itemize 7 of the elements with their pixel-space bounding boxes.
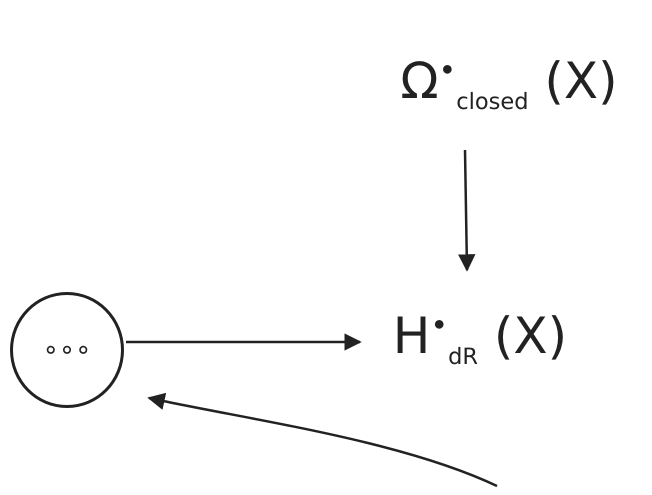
node-label: H$^{•}$$_{dR}$ (X): [392, 311, 568, 369]
arrow: [126, 333, 362, 351]
node-label: ∘∘∘: [42, 337, 92, 363]
node-label: Ω$^{•}$$_{closed}$ (X): [400, 56, 618, 114]
circle-node: [10, 292, 124, 408]
arrow: [458, 150, 476, 272]
arrow: [147, 392, 498, 488]
